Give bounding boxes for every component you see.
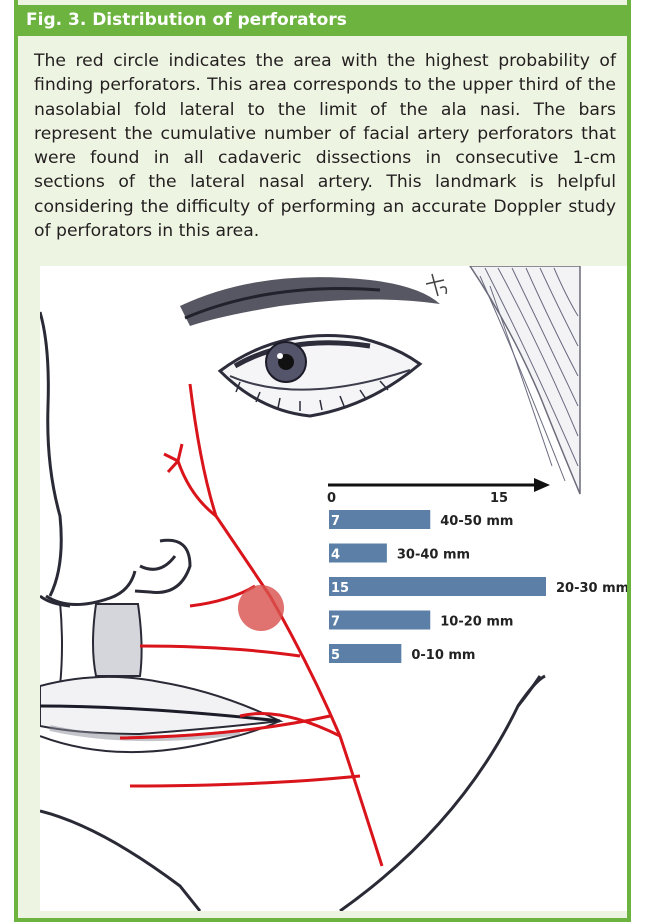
bar-series: 7 40-50 mm 4 30-40 mm 15 20-30 mm 7 10-20 mm 5 0-… [329, 510, 627, 663]
bar-category-label: 40-50 mm [440, 514, 513, 529]
philtrum-drawing [60, 602, 142, 686]
axis-start-label: 0 [327, 491, 336, 506]
highest-probability-circle [238, 585, 284, 631]
axis-end-label: 15 [490, 491, 508, 506]
eye-drawing [220, 335, 420, 416]
illustration-svg: 0 15 7 40-50 mm 4 30-40 mm 15 20-30 mm 7 10-20 … [40, 266, 627, 911]
artist-signature [426, 274, 446, 296]
bar-40-50-mm [329, 510, 430, 529]
bar-category-label: 30-40 mm [397, 548, 470, 563]
chart-axis: 0 15 [327, 478, 550, 506]
bar-20-30-mm [329, 577, 546, 596]
figure-header: Fig. 3. Distribution of perforators [18, 5, 627, 36]
bar-value-label: 15 [331, 581, 349, 596]
bar-value-label: 4 [331, 548, 340, 563]
eyebrow-drawing [180, 277, 440, 326]
figure-caption: The red circle indicates the area with t… [34, 49, 616, 243]
bar-category-label: 10-20 mm [440, 615, 513, 630]
figure-title: Fig. 3. Distribution of perforators [26, 10, 347, 30]
bar-category-label: 0-10 mm [411, 648, 475, 663]
bar-value-label: 5 [331, 648, 340, 663]
facial-muscle-drawing [470, 266, 580, 494]
bar-10-20-mm [329, 611, 430, 630]
figure-panel: Fig. 3. Distribution of perforators The … [14, 0, 631, 922]
nose-drawing [40, 312, 190, 606]
bar-category-label: 20-30 mm [556, 581, 627, 596]
bar-value-label: 7 [331, 514, 340, 529]
face-illustration: 0 15 7 40-50 mm 4 30-40 mm 15 20-30 mm 7 10-20 … [40, 266, 627, 911]
bar-value-label: 7 [331, 615, 340, 630]
